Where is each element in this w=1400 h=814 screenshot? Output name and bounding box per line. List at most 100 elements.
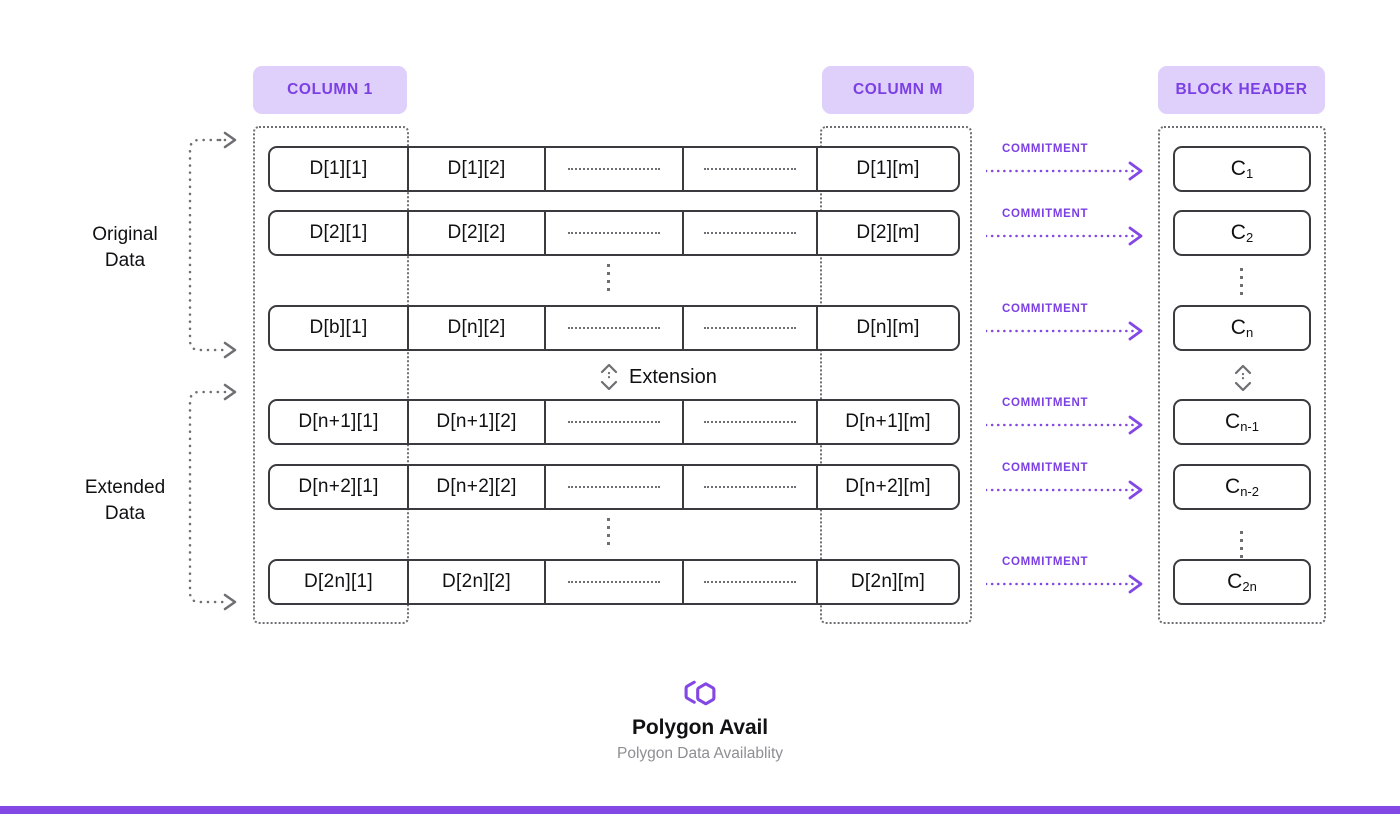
badge-column-1-label: COLUMN 1: [287, 81, 373, 98]
dashed-line-icon: [568, 232, 660, 234]
cell-column-2: D[n+1][2]: [409, 401, 546, 443]
vertical-ellipsis-icon: [1240, 268, 1243, 295]
arrow-right-icon: [984, 480, 1143, 500]
cell-ellipsis-a: [546, 561, 684, 603]
commitment-arrow: COMMITMENT: [984, 556, 1151, 598]
commitment-label: COMMITMENT: [1002, 556, 1089, 568]
commitment-label: COMMITMENT: [1002, 462, 1089, 474]
cell-column-2: D[n+2][2]: [409, 466, 546, 508]
column-m-frame: [820, 126, 972, 624]
cell-column-2: D[2n][2]: [409, 561, 546, 603]
cell-column-m: D[n+1][m]: [845, 411, 931, 432]
cell-column-1: D[b][1]: [270, 307, 409, 349]
commitment-box-sub: n-2: [1240, 483, 1259, 499]
commitment-label: COMMITMENT: [1002, 208, 1089, 220]
cell-column-2: D[n][2]: [409, 307, 546, 349]
table-row: D[n+1][1] D[n+1][2] D[n+1][m]: [268, 399, 960, 445]
dashed-line-icon: [704, 581, 796, 583]
dashed-line-icon: [568, 168, 660, 170]
commitment-box-base: C: [1230, 221, 1246, 244]
cell-ellipsis-b: [684, 401, 818, 443]
footer: Polygon Avail Polygon Data Availablity: [0, 678, 1400, 763]
label-original-data-line2: Data: [104, 249, 146, 271]
table-row: D[2n][1] D[2n][2] D[2n][m]: [268, 559, 960, 605]
cell-ellipsis-b: [684, 466, 818, 508]
badge-column-m-label: COLUMN M: [852, 81, 944, 98]
dashed-line-icon: [568, 581, 660, 583]
dashed-line-icon: [568, 327, 660, 329]
cell-column-1: D[2n][1]: [270, 561, 409, 603]
commitment-box-sub: 2: [1245, 229, 1254, 245]
commitment-arrow: COMMITMENT: [984, 462, 1151, 504]
cell-ellipsis-a: [546, 307, 684, 349]
vertical-ellipsis-icon: [607, 264, 610, 291]
dashed-line-icon: [704, 327, 796, 329]
cell-column-m: D[2n][m]: [850, 571, 926, 592]
footer-title: Polygon Avail: [632, 716, 768, 739]
cell-ellipsis-b: [684, 561, 818, 603]
table-row: D[1][1] D[1][2] D[1][m]: [268, 146, 960, 192]
cell-column-m: D[n][m]: [856, 317, 920, 338]
commitment-label: COMMITMENT: [1002, 397, 1089, 409]
table-row: D[n+2][1] D[n+2][2] D[n+2][m]: [268, 464, 960, 510]
label-original-data-line1: Original: [92, 224, 158, 245]
up-down-arrow-icon: [600, 363, 618, 391]
vertical-ellipsis-icon: [607, 518, 610, 545]
cell-ellipsis-a: [546, 401, 684, 443]
commitment-box-sub: 2n: [1242, 578, 1257, 594]
footer-subtitle: Polygon Data Availablity: [616, 745, 783, 762]
dashed-line-icon: [568, 421, 660, 423]
label-extended-data: Extended Data: [45, 475, 205, 526]
commitment-box-base: C: [1225, 410, 1241, 433]
arrow-right-icon: [984, 161, 1143, 181]
cell-column-1: D[1][1]: [270, 148, 409, 190]
arrow-right-icon: [984, 226, 1143, 246]
badge-column-m: COLUMN M: [822, 66, 974, 114]
badge-block-header-label: BLOCK HEADER: [1175, 81, 1308, 98]
cell-column-2: D[1][2]: [409, 148, 546, 190]
arrow-right-icon: [984, 574, 1143, 594]
label-extended-data-line2: Data: [104, 502, 146, 524]
bracket-original-data: [188, 131, 237, 359]
dashed-line-icon: [704, 232, 796, 234]
cell-column-1: D[2][1]: [270, 212, 409, 254]
commitment-box-sub: 1: [1245, 165, 1254, 181]
dashed-line-icon: [704, 421, 796, 423]
cell-column-2: D[2][2]: [409, 212, 546, 254]
column-1-frame: [253, 126, 409, 624]
label-extended-data-line1: Extended: [84, 477, 166, 498]
badge-column-1: COLUMN 1: [253, 66, 407, 114]
commitment-box-sub: n-1: [1240, 418, 1259, 434]
vertical-ellipsis-icon: [1240, 531, 1243, 558]
table-row: D[b][1] D[n][2] D[n][m]: [268, 305, 960, 351]
commitment-arrow: COMMITMENT: [984, 397, 1151, 439]
dashed-line-icon: [568, 486, 660, 488]
table-row: D[2][1] D[2][2] D[2][m]: [268, 210, 960, 256]
commitment-box-base: C: [1230, 316, 1246, 339]
cell-ellipsis-b: [684, 148, 818, 190]
commitment-label: COMMITMENT: [1002, 303, 1089, 315]
commitment-arrow: COMMITMENT: [984, 303, 1151, 345]
commitment-box-base: C: [1225, 475, 1241, 498]
cell-ellipsis-a: [546, 212, 684, 254]
cell-column-m: D[1][m]: [856, 158, 920, 179]
commitment-box-base: C: [1230, 157, 1246, 180]
cell-column-1: D[n+2][1]: [270, 466, 409, 508]
extension-label: Extension: [629, 365, 717, 388]
cell-ellipsis-b: [684, 307, 818, 349]
label-original-data: Original Data: [45, 222, 205, 273]
commitment-box-base: C: [1227, 570, 1243, 593]
cell-column-m: D[2][m]: [856, 222, 920, 243]
cell-ellipsis-a: [546, 466, 684, 508]
arrow-right-icon: [984, 321, 1143, 341]
commitment-box-sub: n: [1245, 324, 1254, 340]
polygon-logo-icon: [684, 680, 716, 706]
bottom-accent-bar: [0, 806, 1400, 814]
